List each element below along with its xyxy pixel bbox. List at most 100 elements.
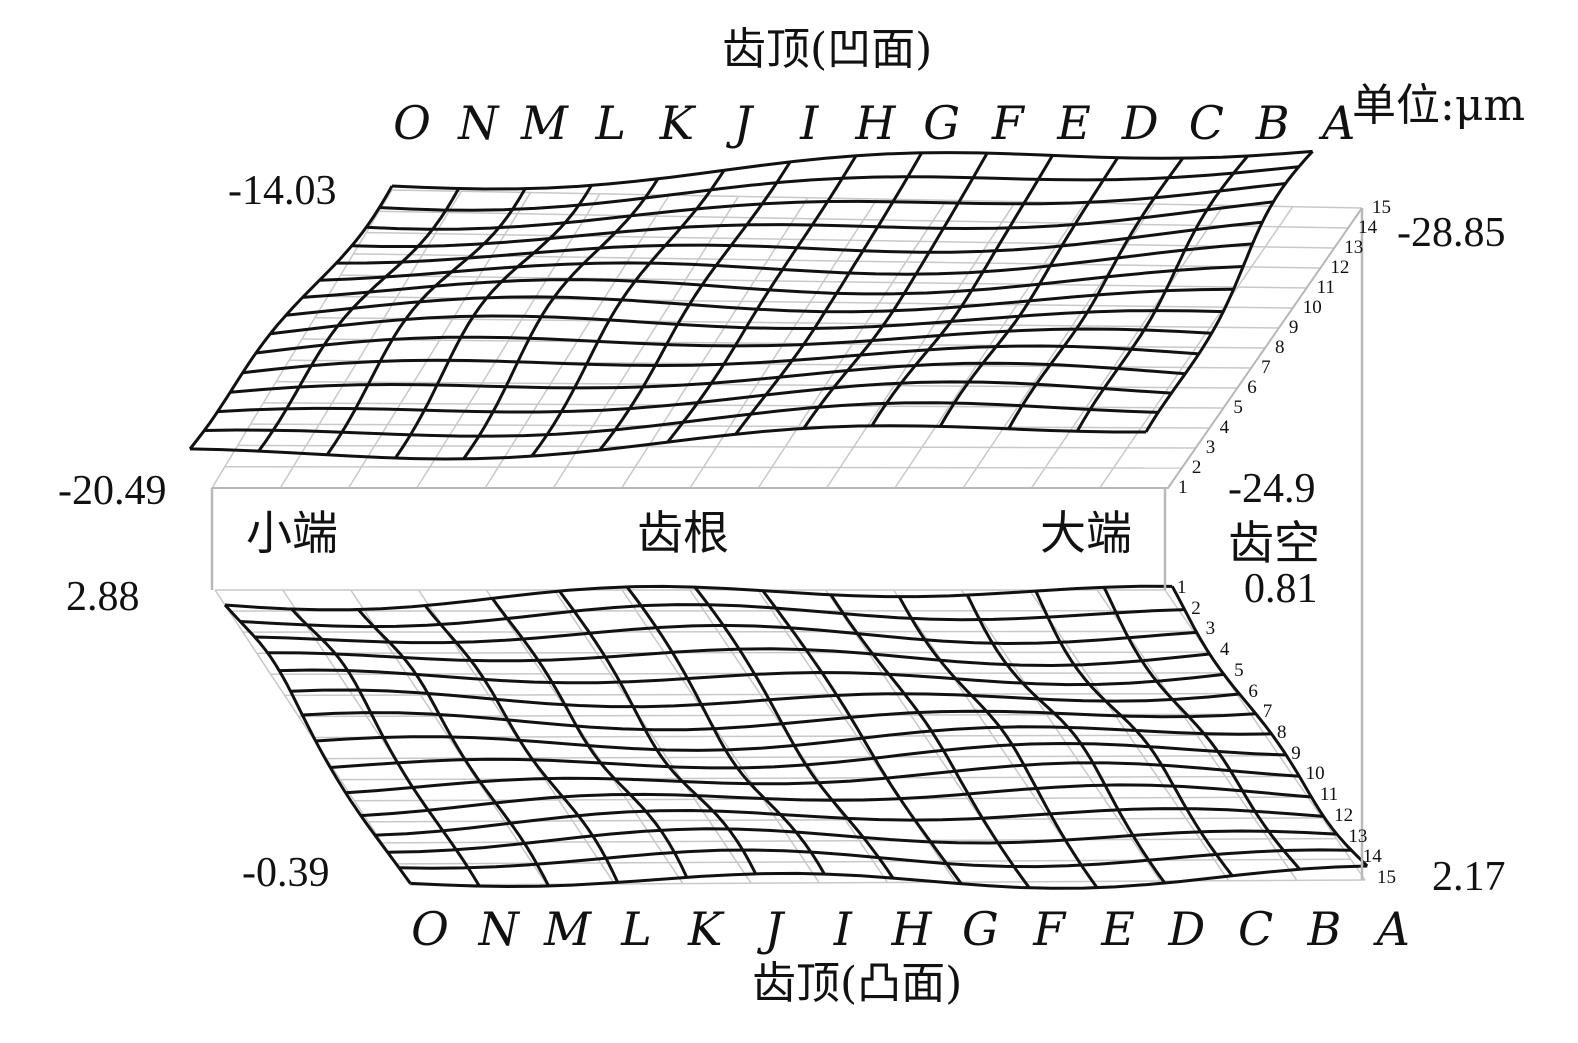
top-row-number-3: 3 — [1205, 437, 1216, 458]
bottom-column-label-I: I — [833, 902, 852, 956]
bottom-value-bottom-left: -0.39 — [242, 850, 330, 896]
bottom-column-label-D: D — [1168, 902, 1206, 956]
top-row-number-10: 10 — [1302, 297, 1322, 318]
top-value-top-left: -14.03 — [228, 168, 337, 214]
top-surface-col-curve — [257, 187, 460, 452]
top-column-label-C: C — [1188, 96, 1224, 150]
top-row-number-13: 13 — [1344, 237, 1364, 258]
top-ref-col-line — [1030, 205, 1225, 489]
bottom-column-label-C: C — [1237, 902, 1274, 956]
top-ref-col-line — [416, 193, 601, 489]
top-column-label-H: H — [855, 96, 896, 150]
bottom-surface-col-curve — [558, 590, 758, 875]
bottom-value-top-right: 0.81 — [1244, 566, 1318, 612]
bottom-ref-col-line — [553, 589, 752, 884]
top-surface-col-curve — [325, 187, 527, 456]
bottom-surface-col-curve — [223, 603, 412, 885]
bottom-surface-col-curve — [424, 604, 620, 884]
top-title: 齿顶(凹面) — [722, 24, 933, 75]
bottom-row-number-4: 4 — [1219, 639, 1230, 661]
top-surface-col-curve — [666, 154, 858, 444]
top-column-label-M: M — [520, 96, 568, 150]
bottom-row-number-8: 8 — [1277, 722, 1287, 743]
bottom-row-number-11: 11 — [1319, 784, 1339, 806]
top-surface-col-curve — [598, 161, 792, 452]
top-ref-col-line — [825, 201, 1017, 489]
bottom-column-label-E: E — [1101, 902, 1135, 956]
large-end-label: 大端 — [1040, 506, 1132, 560]
top-column-label-K: K — [659, 96, 694, 150]
top-surface-col-curve — [1007, 157, 1184, 430]
root-label: 齿根 — [637, 506, 729, 560]
top-surface-col-curve — [530, 169, 726, 458]
top-column-label-A: A — [1322, 96, 1356, 150]
space-label: 齿空 — [1228, 516, 1320, 570]
bottom-surface-col-curve — [1102, 586, 1301, 871]
top-ref-col-line — [1099, 206, 1294, 489]
top-value-bottom-right: -24.9 — [1228, 466, 1316, 512]
top-row-number-9: 9 — [1288, 317, 1299, 338]
bottom-surface-col-curve — [491, 597, 689, 879]
top-surface-col-curve — [1075, 155, 1249, 433]
bottom-row-number-13: 13 — [1348, 825, 1368, 847]
top-row-number-7: 7 — [1261, 357, 1271, 378]
top-row-number-12: 12 — [1330, 257, 1350, 278]
top-ref-col-line — [757, 199, 947, 489]
top-row-number-15: 15 — [1372, 197, 1391, 218]
unit-label: 单位:μm — [1352, 80, 1526, 131]
bottom-surface-col-curve — [966, 594, 1167, 884]
top-surface-col-curve — [394, 184, 593, 459]
top-row-number-14: 14 — [1358, 217, 1378, 238]
bottom-row-number-14: 14 — [1362, 846, 1382, 868]
bottom-surface-col-curve — [897, 595, 1099, 889]
top-surface-col-curve — [1144, 150, 1314, 433]
top-column-label-J: J — [733, 96, 753, 150]
top-row-number-5: 5 — [1233, 397, 1243, 418]
top-column-label-N: N — [458, 96, 499, 150]
bottom-row-number-3: 3 — [1205, 618, 1216, 640]
top-row-number-2: 2 — [1191, 457, 1202, 478]
small-end-label: 小端 — [246, 506, 338, 560]
top-surface-col-curve — [462, 177, 660, 460]
bottom-surface-col-curve — [290, 608, 481, 887]
bottom-row-number-10: 10 — [1305, 763, 1325, 785]
bottom-ref-col-line — [960, 589, 1161, 882]
bottom-row-number-1: 1 — [1177, 577, 1187, 598]
top-base-frame — [212, 207, 1363, 489]
bottom-title: 齿顶(凸面) — [752, 958, 963, 1009]
top-column-label-L: L — [595, 96, 626, 150]
top-row-number-6: 6 — [1247, 377, 1257, 398]
top-ref-col-line — [689, 198, 878, 489]
top-surface-col-curve — [734, 152, 924, 436]
bottom-column-label-B: B — [1307, 902, 1342, 956]
top-column-label-B: B — [1255, 96, 1290, 150]
bottom-column-label-K: K — [688, 902, 723, 956]
top-ref-col-line — [211, 189, 393, 489]
bottom-column-label-L: L — [621, 902, 652, 956]
top-value-bottom-left: -20.49 — [58, 468, 167, 514]
top-column-label-G: G — [923, 96, 960, 150]
bottom-column-label-F: F — [1033, 902, 1066, 956]
top-surface-col-curve — [870, 154, 1054, 427]
top-surface-col-curve — [802, 152, 989, 430]
bottom-surface-col-curve — [625, 585, 826, 875]
bottom-surface-col-curve — [761, 589, 963, 885]
bottom-surface-col-curve — [693, 586, 895, 879]
top-row-number-1: 1 — [1178, 477, 1188, 498]
top-column-label-F: F — [991, 96, 1024, 150]
top-row-number-4: 4 — [1219, 417, 1230, 438]
bottom-surface-col-curve — [829, 593, 1031, 889]
bottom-row-number-6: 6 — [1248, 680, 1258, 702]
top-column-label-D: D — [1121, 96, 1159, 150]
bottom-surface-col-curve — [1034, 590, 1234, 877]
bottom-column-label-N: N — [478, 902, 519, 956]
bottom-ref-col-line — [621, 589, 820, 884]
bottom-row-number-5: 5 — [1234, 659, 1244, 681]
bottom-row-number-12: 12 — [1334, 804, 1354, 826]
bottom-row-number-9: 9 — [1291, 742, 1301, 764]
bottom-row-number-2: 2 — [1191, 597, 1201, 619]
top-surface-col-curve — [938, 156, 1119, 428]
bottom-column-label-M: M — [544, 902, 592, 956]
bottom-column-label-A: A — [1376, 902, 1410, 956]
